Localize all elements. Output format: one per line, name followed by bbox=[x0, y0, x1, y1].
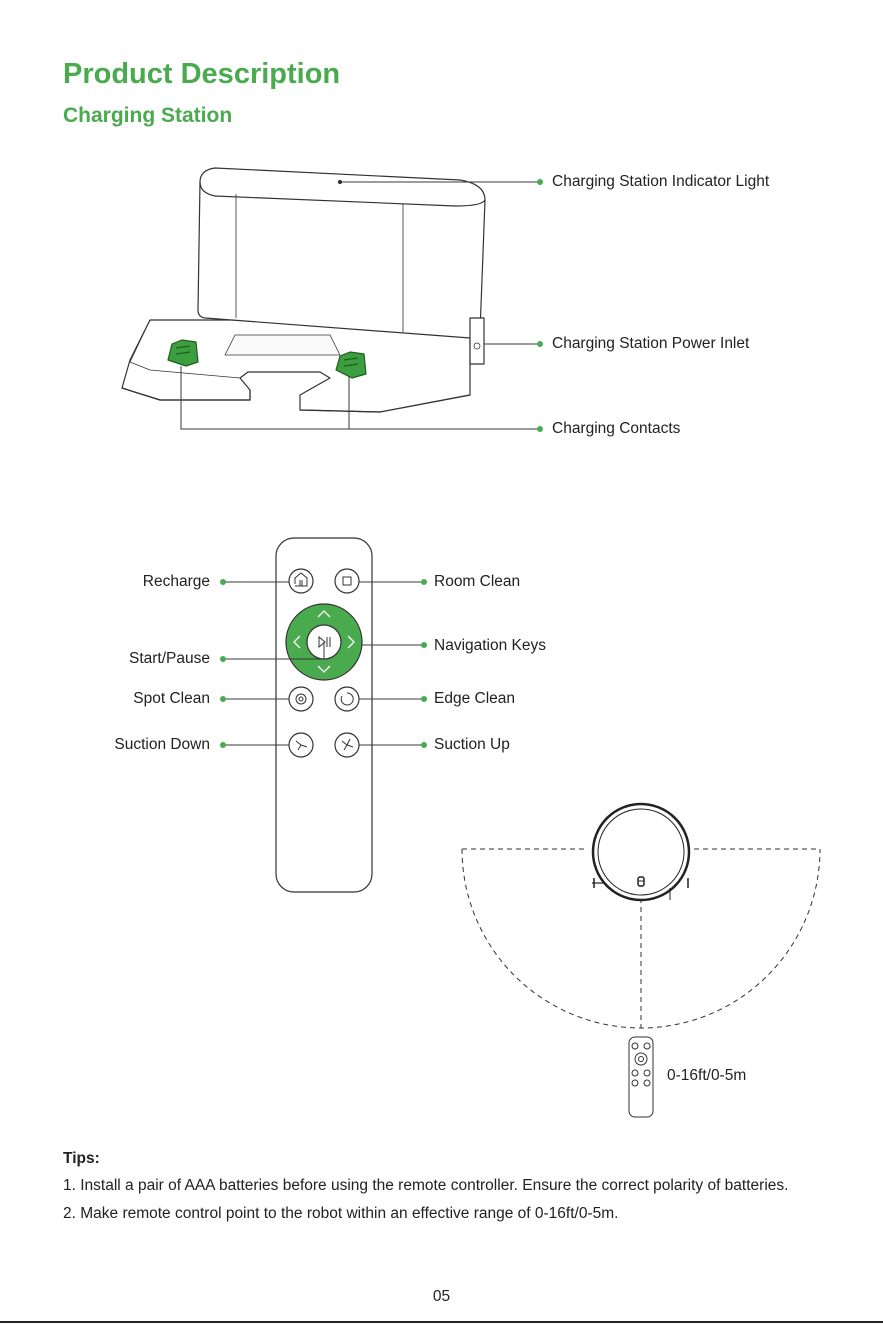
leader-dot bbox=[421, 696, 427, 702]
charging-station-illustration bbox=[121, 167, 486, 413]
indicator-light-label: Charging Station Indicator Light bbox=[552, 173, 770, 190]
leader-dot bbox=[220, 656, 226, 662]
edge-clean-label: Edge Clean bbox=[434, 690, 516, 707]
tip-item: 1. Install a pair of AAA batteries befor… bbox=[63, 1177, 789, 1194]
remote-leader-lines bbox=[223, 581, 424, 746]
leader-dot bbox=[537, 179, 543, 185]
spot-clean-button bbox=[288, 686, 314, 712]
suction-down-label: Suction Down bbox=[114, 736, 210, 753]
spot-clean-label: Spot Clean bbox=[133, 690, 210, 707]
section-title: Charging Station bbox=[63, 104, 233, 127]
station-body bbox=[197, 167, 486, 339]
leader-dot bbox=[537, 341, 543, 347]
remote-control-illustration bbox=[275, 537, 373, 893]
leader-dot bbox=[220, 742, 226, 748]
room-clean-label: Room Clean bbox=[434, 573, 521, 590]
range-label: 0-16ft/0-5m bbox=[667, 1067, 747, 1084]
leader-dot bbox=[421, 642, 427, 648]
edge-clean-button bbox=[334, 686, 360, 712]
bottom-rule bbox=[0, 1321, 883, 1323]
leader-dot bbox=[220, 579, 226, 585]
page-title: Product Description bbox=[63, 58, 341, 90]
leader-dot bbox=[220, 696, 226, 702]
leader-dot bbox=[421, 742, 427, 748]
recharge-button bbox=[288, 568, 314, 594]
small-remote-illustration bbox=[628, 1036, 654, 1118]
page-number: 05 bbox=[432, 1288, 451, 1305]
power-inlet-label: Charging Station Power Inlet bbox=[552, 335, 750, 352]
robot-vacuum-illustration bbox=[591, 802, 691, 902]
recharge-label: Recharge bbox=[142, 573, 210, 590]
navigation-keys-label: Navigation Keys bbox=[434, 637, 547, 654]
leader-dot bbox=[537, 426, 543, 432]
tips-title: Tips: bbox=[63, 1150, 100, 1167]
leader-dot bbox=[421, 579, 427, 585]
power-inlet bbox=[469, 317, 485, 365]
charging-contacts-label: Charging Contacts bbox=[552, 420, 681, 437]
range-diagram bbox=[461, 848, 821, 1029]
station-leader-lines bbox=[180, 181, 540, 430]
tip-item: 2. Make remote control point to the robo… bbox=[63, 1205, 619, 1222]
suction-up-label: Suction Up bbox=[434, 736, 510, 753]
remote-body bbox=[275, 537, 373, 893]
room-clean-button bbox=[334, 568, 360, 594]
start-pause-label: Start/Pause bbox=[129, 650, 210, 667]
